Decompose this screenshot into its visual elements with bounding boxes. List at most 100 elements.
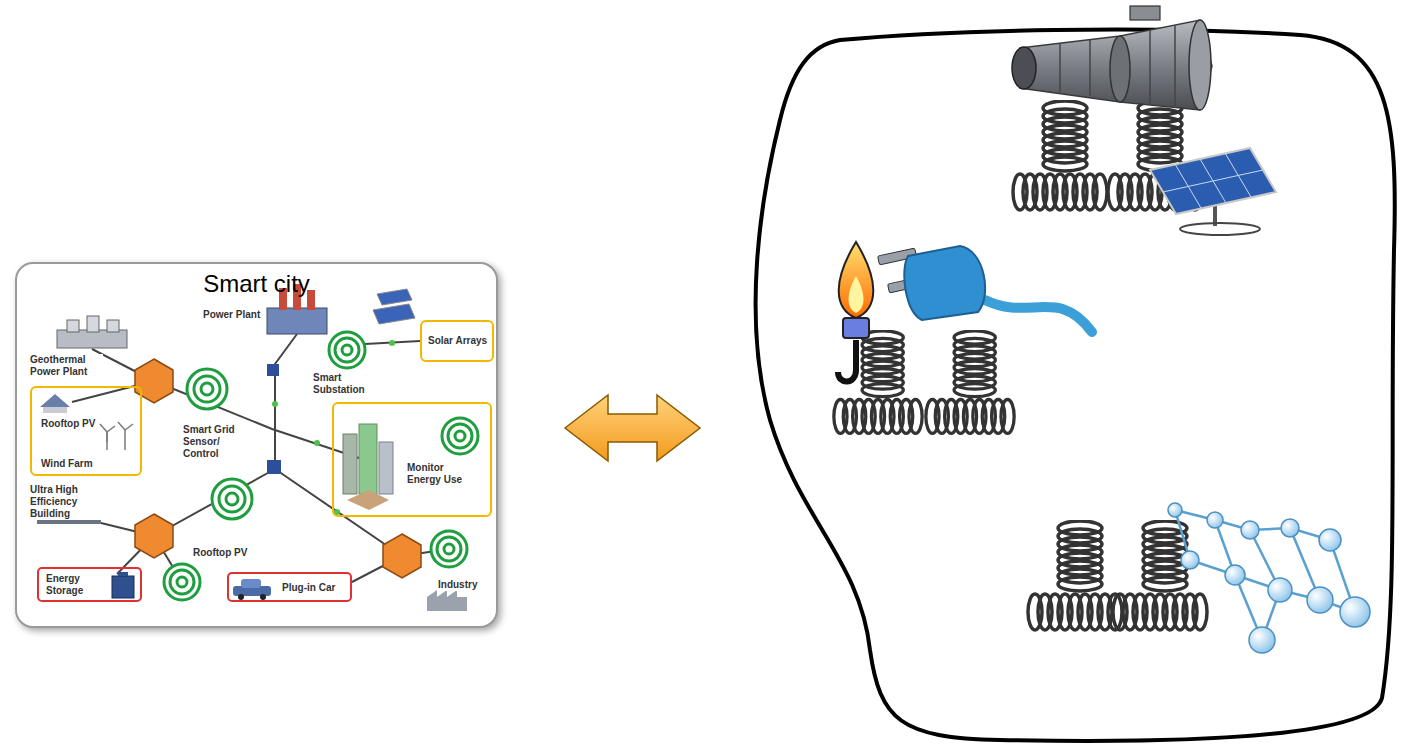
gas-turbine-icon bbox=[1089, 40, 1091, 96]
wind-farm-icon bbox=[107, 426, 115, 432]
sensor-rings bbox=[212, 479, 252, 519]
gas-turbine-icon bbox=[1012, 6, 1212, 110]
grid-dots bbox=[389, 340, 395, 346]
network-graph-icon bbox=[1340, 597, 1370, 627]
panel-title: Smart city bbox=[202, 270, 311, 298]
house-icon bbox=[43, 407, 67, 413]
grid-lines bbox=[275, 334, 297, 469]
gas-flame-icon bbox=[839, 242, 874, 318]
sensor-rings bbox=[442, 418, 478, 454]
gas-turbine-icon bbox=[1149, 30, 1151, 105]
solar-array-icon bbox=[377, 289, 412, 305]
double-arrow bbox=[565, 395, 700, 461]
solar-arrays-box: Solar Arrays bbox=[420, 320, 494, 362]
geothermal-plant-icon bbox=[57, 316, 127, 348]
battery-icon bbox=[118, 572, 128, 576]
gas-springs bbox=[834, 331, 922, 433]
gas-turbine-icon bbox=[1130, 6, 1160, 20]
box-label: Rooftop PV bbox=[40, 418, 96, 430]
car-icon bbox=[241, 579, 261, 588]
wind-farm-icon bbox=[106, 432, 108, 442]
solar-panel-icon bbox=[1150, 148, 1276, 235]
sensor-rings bbox=[170, 570, 194, 594]
grid-dots bbox=[334, 509, 340, 515]
sensor-rings bbox=[335, 338, 359, 362]
industry-icon bbox=[427, 597, 467, 611]
grid-lines bbox=[72, 334, 449, 582]
box-label: Energy Storage bbox=[45, 573, 105, 597]
component-label: Power Plant bbox=[202, 309, 261, 321]
buildings-icon bbox=[359, 424, 377, 494]
industry-icon bbox=[427, 590, 467, 611]
component-label: Smart Substation bbox=[312, 372, 378, 396]
sensor-rings bbox=[431, 531, 467, 567]
buildings-icon bbox=[347, 490, 389, 510]
box-label: Monitor Energy Use bbox=[406, 462, 478, 486]
sensor-rings bbox=[164, 332, 478, 600]
gas-springs bbox=[834, 331, 1014, 433]
control-hexagon bbox=[383, 534, 421, 578]
sensor-rings bbox=[444, 544, 454, 554]
gas-flame-icon bbox=[849, 276, 864, 313]
network-graph-icon bbox=[1241, 521, 1259, 539]
network-springs bbox=[1028, 521, 1122, 630]
network-graph-icon bbox=[1168, 503, 1370, 653]
network-springs bbox=[1113, 521, 1207, 630]
sensor-rings bbox=[187, 369, 227, 409]
gas-turbine-icon bbox=[1174, 25, 1176, 108]
house-icon bbox=[40, 394, 70, 407]
network-graph-icon bbox=[1168, 503, 1182, 517]
network-graph-icon bbox=[1181, 551, 1199, 569]
gas-turbine-icon bbox=[1189, 20, 1211, 110]
solar-panel-icon bbox=[1150, 148, 1276, 214]
solar-array-icon bbox=[373, 289, 415, 324]
city-panel: Smart citySolar ArraysRooftop PV Wind Far… bbox=[15, 262, 498, 628]
gas-flame-icon bbox=[843, 318, 869, 338]
wind-farm-icon bbox=[124, 430, 126, 450]
solar-array-icon bbox=[373, 304, 415, 324]
wind-farm-icon bbox=[100, 424, 107, 432]
grid-dots bbox=[314, 440, 320, 446]
sensor-rings bbox=[329, 332, 365, 368]
network-graph-icon bbox=[1207, 512, 1223, 528]
gas-turbine-icon bbox=[1059, 44, 1061, 92]
car-icon bbox=[238, 594, 244, 600]
energy-use-box: Monitor Energy Use bbox=[332, 402, 492, 517]
solar-panel-icon bbox=[1180, 223, 1260, 235]
network-graph-icon bbox=[1249, 627, 1275, 653]
component-label: Geothermal Power Plant bbox=[29, 354, 103, 378]
geothermal-plant-icon bbox=[107, 320, 119, 332]
network-graph-icon bbox=[1175, 510, 1330, 540]
component-label: Ultra High Efficiency Building bbox=[29, 484, 113, 520]
gas-turbine-icon bbox=[1020, 20, 1212, 110]
car-icon bbox=[260, 594, 266, 600]
box-label: Wind Farm bbox=[40, 458, 94, 470]
energy-storage-box: Energy Storage bbox=[37, 567, 142, 602]
solar-panel-icon bbox=[1163, 170, 1263, 192]
sensor-rings bbox=[177, 577, 187, 587]
gas-turbine-icon bbox=[1012, 47, 1036, 89]
power-plant-icon bbox=[267, 308, 327, 334]
box-label: Solar Arrays bbox=[427, 335, 488, 347]
gas-flame-icon bbox=[838, 340, 856, 382]
battery-icon bbox=[112, 572, 134, 598]
component-label: Rooftop PV bbox=[192, 547, 248, 559]
car-icon bbox=[233, 579, 271, 600]
sensor-rings bbox=[226, 493, 238, 505]
gas-springs bbox=[926, 331, 1014, 433]
sensor-rings bbox=[342, 345, 352, 355]
sensor-rings bbox=[219, 486, 245, 512]
network-graph-icon bbox=[1225, 565, 1245, 585]
sensor-rings bbox=[201, 383, 213, 395]
sensor-square bbox=[267, 460, 281, 474]
buildings-icon bbox=[343, 434, 357, 494]
geothermal-plant-icon bbox=[87, 316, 99, 332]
component-label: Industry bbox=[437, 579, 478, 591]
network-graph-icon bbox=[1190, 560, 1355, 612]
network-graph-icon bbox=[1168, 503, 1370, 653]
wind-farm-icon bbox=[106, 432, 108, 450]
gas-flame-icon bbox=[838, 242, 873, 382]
network-graph-icon bbox=[1281, 519, 1299, 537]
control-hexagon bbox=[135, 359, 421, 578]
sensor-rings bbox=[448, 424, 472, 448]
